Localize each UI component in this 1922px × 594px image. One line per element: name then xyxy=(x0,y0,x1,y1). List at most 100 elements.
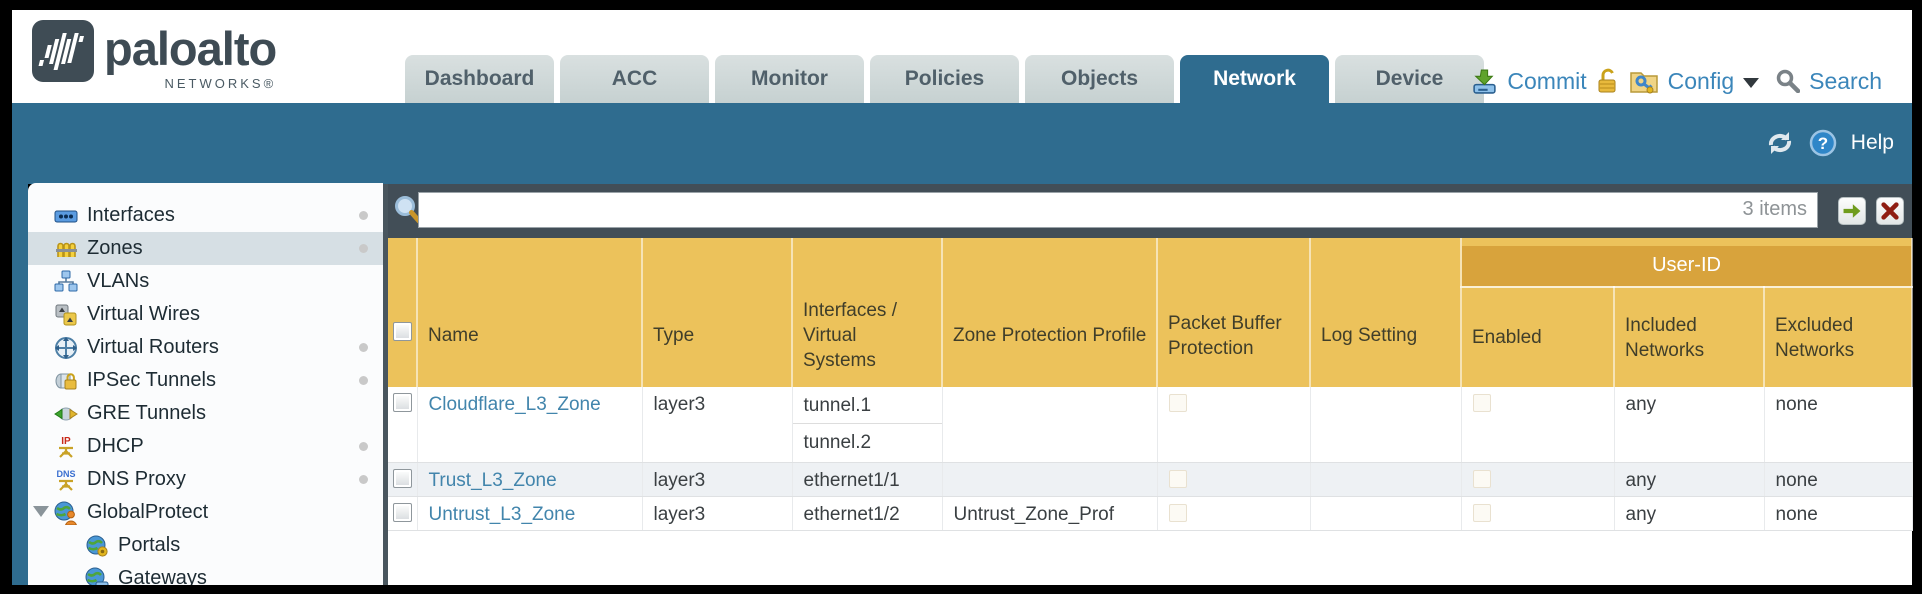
col-header-excluded-networks[interactable]: Excluded Networks xyxy=(1764,287,1914,387)
row-checkbox[interactable] xyxy=(393,502,412,522)
expand-caret-icon[interactable] xyxy=(33,506,49,517)
packet-buffer-protection-checkbox xyxy=(1168,394,1187,412)
status-dot xyxy=(359,211,368,220)
zone-interface: ethernet1/1 xyxy=(792,462,943,497)
lock-icon[interactable] xyxy=(1596,67,1620,95)
sidebar-item-globalprotect[interactable]: GlobalProtect xyxy=(28,496,383,529)
status-dot xyxy=(359,244,368,253)
zone-interface: tunnel.1 xyxy=(792,387,942,424)
virtual-wires-icon xyxy=(55,304,77,325)
select-all-checkbox[interactable] xyxy=(393,322,412,341)
config-menu[interactable]: Config xyxy=(1667,67,1735,94)
portals-icon xyxy=(86,535,108,557)
sidebar-item-gateways[interactable]: Gateways xyxy=(28,562,383,585)
sidebar-content-divider xyxy=(383,184,388,585)
dns-proxy-icon: DNS xyxy=(56,469,76,491)
sidebar-item-ipsec-tunnels[interactable]: IPSec Tunnels xyxy=(28,364,383,397)
config-icon[interactable] xyxy=(1629,68,1659,95)
col-header-interfaces[interactable]: Interfaces / Virtual Systems xyxy=(792,238,943,387)
included-networks: any xyxy=(1614,462,1765,497)
sidebar-item-dns-proxy[interactable]: DNS DNS Proxy xyxy=(28,463,383,496)
virtual-routers-icon xyxy=(55,336,77,359)
sidebar-item-interfaces[interactable]: Interfaces xyxy=(28,199,383,232)
user-id-enabled-checkbox xyxy=(1472,503,1491,522)
help-link[interactable]: Help xyxy=(1850,131,1894,154)
items-count: 3 items xyxy=(1742,198,1807,220)
brand-subtitle: NETWORKS® xyxy=(164,76,277,91)
topbar-actions: Commit Config Search xyxy=(1471,58,1882,104)
interfaces-icon xyxy=(54,210,78,222)
search-button[interactable]: Search xyxy=(1809,67,1882,94)
tab-objects[interactable]: Objects xyxy=(1025,55,1174,103)
zone-protection-profile xyxy=(942,387,1158,463)
commit-icon[interactable] xyxy=(1471,68,1498,95)
svg-text:?: ? xyxy=(1818,134,1828,153)
col-header-name[interactable]: Name xyxy=(417,238,643,387)
status-dot xyxy=(359,376,368,385)
col-header-log-setting[interactable]: Log Setting xyxy=(1310,238,1462,387)
status-dot xyxy=(359,442,368,451)
filter-input-box: 3 items xyxy=(418,192,1818,228)
filter-search-icon[interactable] xyxy=(393,194,423,226)
teal-band: ? Help xyxy=(12,103,1912,184)
packet-buffer-protection-checkbox xyxy=(1168,469,1187,488)
apply-filter-button[interactable] xyxy=(1838,197,1866,225)
sidebar-item-dhcp[interactable]: IP DHCP xyxy=(28,430,383,463)
status-dot xyxy=(359,343,368,352)
brand-name: paloalto xyxy=(104,22,277,75)
col-header-enabled[interactable]: Enabled xyxy=(1461,287,1615,387)
sidebar-item-virtual-wires[interactable]: Virtual Wires xyxy=(28,298,383,331)
select-all-header xyxy=(388,238,418,387)
user-id-enabled-checkbox xyxy=(1472,469,1491,488)
log-setting xyxy=(1310,387,1462,463)
zone-type: layer3 xyxy=(642,496,793,531)
packet-buffer-protection-checkbox xyxy=(1168,503,1187,522)
user-id-enabled-checkbox xyxy=(1472,394,1491,412)
col-header-included-networks[interactable]: Included Networks xyxy=(1614,287,1765,387)
sidebar-item-portals[interactable]: Portals xyxy=(28,529,383,562)
filter-input[interactable] xyxy=(419,193,1817,227)
tab-acc[interactable]: ACC xyxy=(560,55,709,103)
log-setting xyxy=(1310,462,1462,497)
sidebar-item-zones[interactable]: Zones xyxy=(28,232,383,265)
paloalto-logo: paloalto NETWORKS® xyxy=(32,20,277,91)
zone-name-link[interactable]: Trust_L3_Zone xyxy=(428,469,557,491)
row-checkbox[interactable] xyxy=(393,393,412,412)
tab-network[interactable]: Network xyxy=(1180,55,1329,103)
refresh-icon[interactable] xyxy=(1765,130,1795,156)
tab-policies[interactable]: Policies xyxy=(870,55,1019,103)
col-header-zone-protection-profile[interactable]: Zone Protection Profile xyxy=(942,238,1158,387)
commit-button[interactable]: Commit xyxy=(1507,67,1587,94)
col-header-type[interactable]: Type xyxy=(642,238,793,387)
red-x-icon xyxy=(1881,202,1899,220)
tab-dashboard[interactable]: Dashboard xyxy=(405,55,554,103)
zone-protection-profile xyxy=(942,462,1158,497)
zone-type: layer3 xyxy=(642,387,793,463)
zone-type: layer3 xyxy=(642,462,793,497)
tab-monitor[interactable]: Monitor xyxy=(715,55,864,103)
dhcp-icon: IP xyxy=(59,436,73,458)
excluded-networks: none xyxy=(1764,496,1913,531)
config-caret-icon[interactable] xyxy=(1743,78,1760,88)
sidebar-item-vlans[interactable]: VLANs xyxy=(28,265,383,298)
help-icon[interactable]: ? xyxy=(1809,129,1837,157)
zone-name-link[interactable]: Cloudflare_L3_Zone xyxy=(428,394,601,415)
sidebar-item-virtual-routers[interactable]: Virtual Routers xyxy=(28,331,383,364)
tab-device[interactable]: Device xyxy=(1335,55,1484,103)
row-checkbox[interactable] xyxy=(393,468,412,488)
col-header-packet-buffer-protection[interactable]: Packet Buffer Protection xyxy=(1157,238,1311,387)
zone-name-link[interactable]: Untrust_L3_Zone xyxy=(428,503,576,525)
search-icon[interactable] xyxy=(1776,69,1801,93)
sidebar-item-gre-tunnels[interactable]: GRE Tunnels xyxy=(28,397,383,430)
zone-interface: tunnel.2 xyxy=(803,432,872,453)
gateways-icon xyxy=(85,567,109,585)
status-dot xyxy=(359,475,368,484)
zones-table: Name Type Interfaces / Virtual Systems Z… xyxy=(388,238,1914,531)
included-networks: any xyxy=(1614,496,1765,531)
zones-icon xyxy=(56,242,77,257)
svg-text:DNS: DNS xyxy=(56,469,75,479)
clear-filter-button[interactable] xyxy=(1876,197,1904,225)
network-sidebar: Interfaces Zones VLANs xyxy=(28,183,383,585)
zones-content-pane: 3 items xyxy=(388,184,1914,585)
top-header-band: paloalto NETWORKS® Dashboard ACC Monitor… xyxy=(12,10,1912,103)
